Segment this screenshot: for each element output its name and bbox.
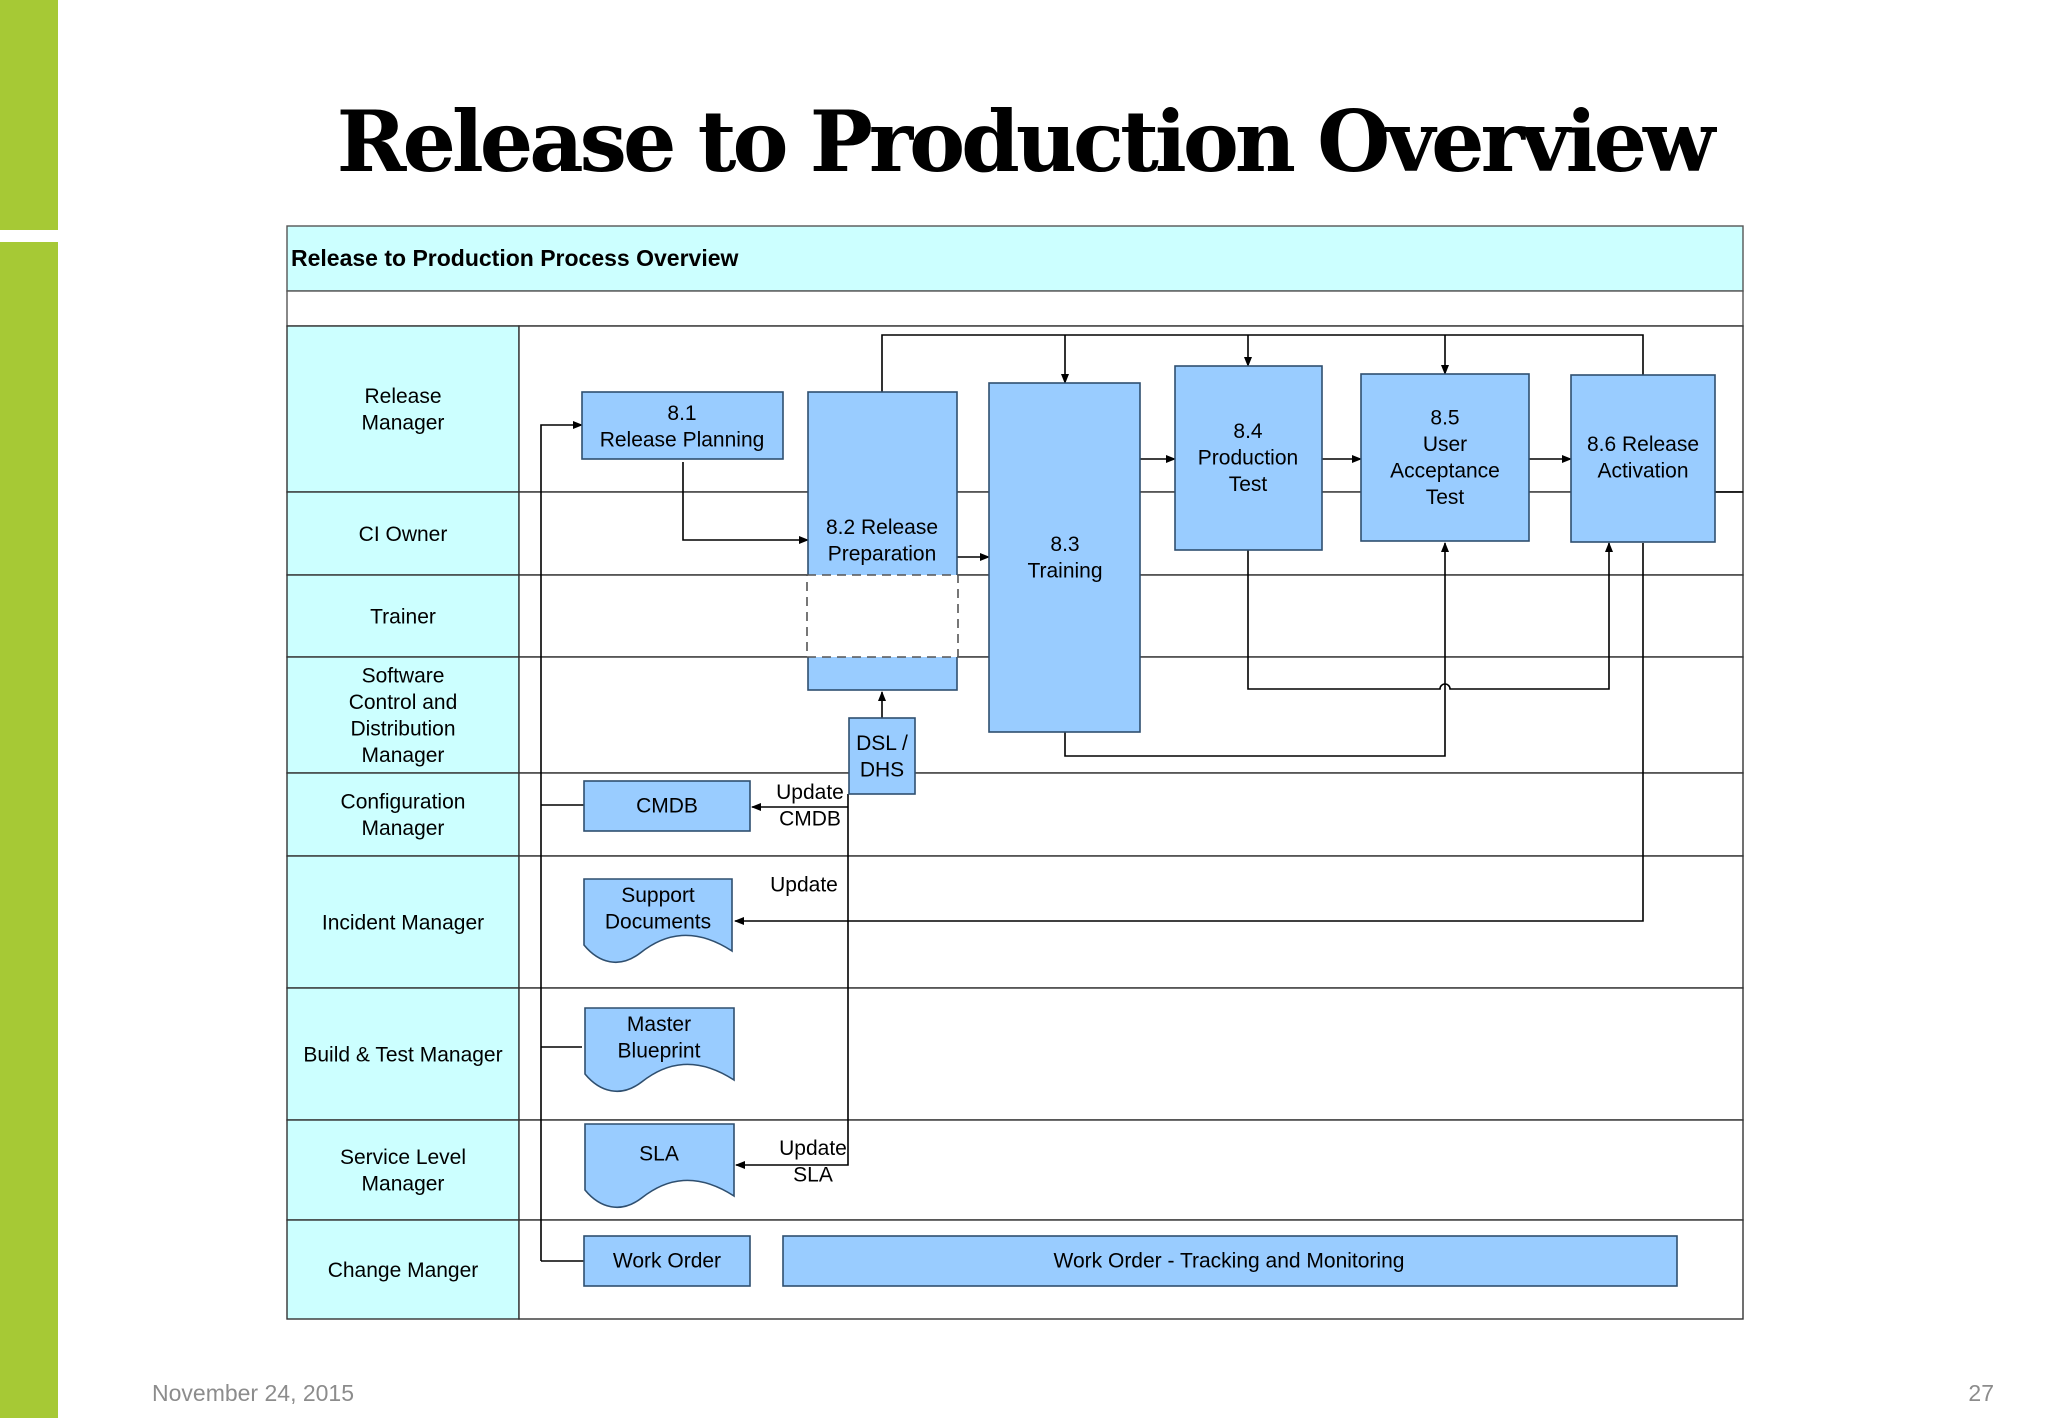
footer-date: November 24, 2015 — [152, 1380, 355, 1406]
slide-title: Release to Production Overview — [336, 92, 1716, 191]
diagram-spacer-row — [286, 290, 1744, 327]
process-release-planning — [581, 391, 784, 460]
connector-planning-to-preparation — [682, 462, 809, 544]
lane-label-text-ci-owner: CI Owner — [359, 523, 448, 546]
connector-training-to-acceptance — [1064, 542, 1449, 757]
process-label-work-order: Work Order — [613, 1249, 721, 1272]
process-cmdb — [583, 780, 751, 832]
lane-label-release-manager — [286, 325, 520, 493]
process-user-acceptance-test — [1360, 373, 1530, 542]
connector-top-bus — [881, 334, 1644, 392]
connector-update-sla — [735, 794, 849, 1169]
document-support-documents — [583, 878, 733, 963]
lane-label-service-level-manager — [286, 1119, 520, 1221]
connector-activation-to-support-docs — [734, 543, 1644, 925]
document-label-sla: SLA — [639, 1142, 679, 1165]
process-label-work-order-tracking: Work Order - Tracking and Monitoring — [1054, 1249, 1405, 1272]
lane-label-incident-manager — [286, 855, 520, 989]
lane-label-configuration-manager — [286, 772, 520, 857]
process-work-order-tracking — [782, 1235, 1678, 1287]
lane-label-text-change-manager: Change Manger — [328, 1259, 479, 1282]
annotation-update-support: Update — [770, 873, 838, 896]
diagram-header — [286, 225, 1744, 292]
document-master-blueprint — [584, 1007, 735, 1092]
document-sla — [584, 1123, 735, 1208]
release-preparation-gap — [806, 574, 959, 658]
connector-planning-bus — [540, 421, 583, 1261]
lane-label-text-trainer: Trainer — [370, 605, 436, 628]
lane-label-software-control — [286, 656, 520, 774]
accent-bar-bottom — [0, 242, 58, 1418]
diagram-header-text: Release to Production Process Overview — [291, 245, 739, 271]
process-training — [988, 382, 1141, 733]
accent-bar-top — [0, 0, 58, 230]
process-dsl-dhs — [848, 717, 916, 795]
page-number: 27 — [1968, 1380, 1994, 1406]
process-production-test — [1174, 365, 1323, 551]
lane-label-change-manager — [286, 1219, 520, 1320]
process-release-activation — [1570, 374, 1716, 543]
process-label-cmdb: CMDB — [636, 794, 698, 817]
lane-label-text-build-test-manager: Build & Test Manager — [303, 1043, 502, 1066]
lane-label-text-incident-manager: Incident Manager — [322, 911, 484, 934]
process-work-order — [583, 1235, 751, 1287]
process-label-dsl-dhs: DSL /DHS — [856, 732, 908, 782]
